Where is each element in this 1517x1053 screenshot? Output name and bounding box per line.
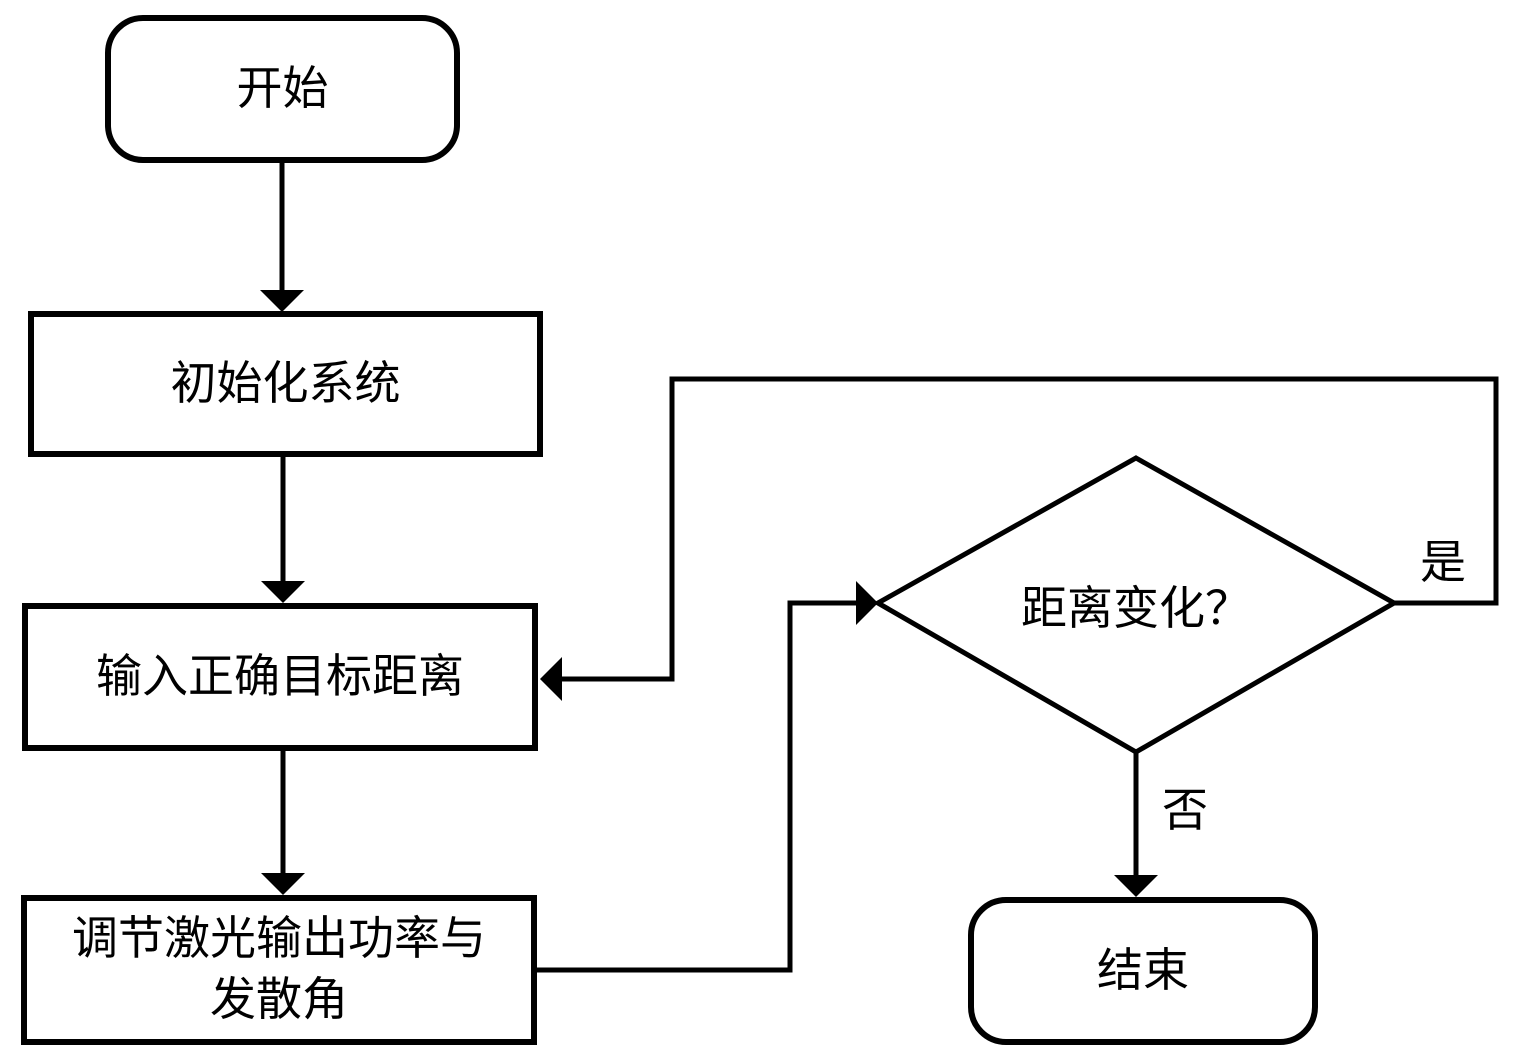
- node-initialize-system-label: 初始化系统: [170, 357, 401, 409]
- edge-decision-to-input-loop: [562, 376, 1499, 682]
- node-distance-change-decision: 距离变化？: [878, 458, 1394, 752]
- arrowhead-init-to-input: [261, 581, 305, 603]
- arrowhead-start-to-init: [260, 290, 304, 312]
- node-adjust-laser-power: 调节激光输出功率与 发散角: [21, 895, 537, 1045]
- edge-adjust-to-decision: [537, 600, 858, 973]
- node-start-label: 开始: [236, 62, 329, 114]
- node-initialize-system: 初始化系统: [28, 311, 543, 457]
- edge-label-yes: 是: [1420, 540, 1466, 586]
- node-input-target-distance-label: 输入正确目标距离: [96, 650, 464, 702]
- arrowhead-adjust-to-decision: [856, 581, 878, 625]
- edge-label-no: 否: [1162, 788, 1208, 834]
- edge-label-yes-text: 是: [1420, 537, 1466, 588]
- arrowhead-decision-to-input-loop: [540, 657, 562, 701]
- node-end-label: 结束: [1097, 944, 1189, 996]
- arrowhead-input-to-adjust: [261, 873, 305, 895]
- node-start: 开始: [105, 15, 460, 163]
- node-adjust-laser-power-label: 调节激光输出功率与 发散角: [72, 913, 486, 1025]
- node-distance-change-decision-label: 距离变化？: [1021, 583, 1251, 634]
- node-end: 结束: [968, 897, 1318, 1045]
- edge-label-no-text: 否: [1162, 785, 1208, 836]
- node-input-target-distance: 输入正确目标距离: [22, 603, 538, 751]
- arrowhead-decision-to-end: [1114, 875, 1158, 897]
